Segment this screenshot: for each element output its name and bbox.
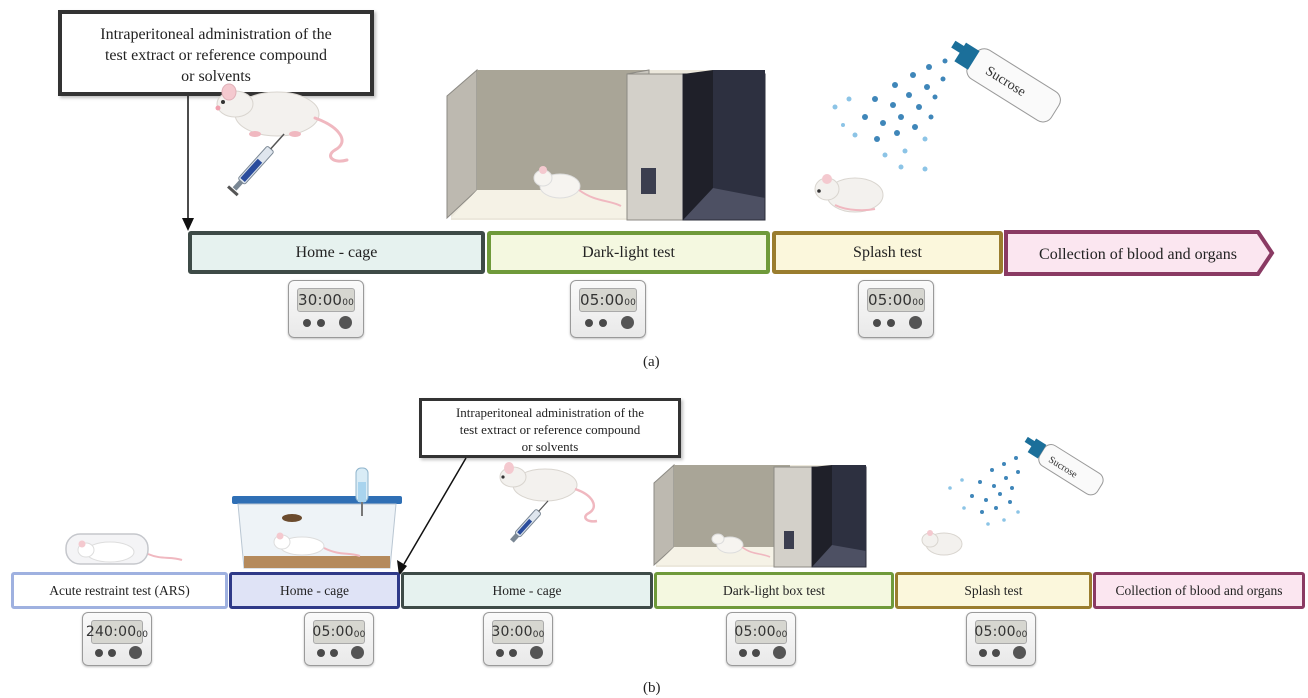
callout-line-2: test extract or reference compound (104, 47, 328, 64)
splash-spray-illustration: Sucrose (921, 436, 1104, 556)
stage-label: Collection of blood and organs (1115, 582, 1283, 598)
stage-label: Home - cage (492, 582, 562, 598)
stage-collection-arrow: Collection of blood and organs (1004, 230, 1275, 276)
stage-collection: Collection of blood and organs (1093, 572, 1305, 609)
restraint-tube-illustration (65, 533, 183, 565)
stage-label: Acute restraint test (ARS) (49, 582, 190, 598)
callout-line-2: test extract or reference compound (459, 422, 641, 437)
callout-line-1: Intraperitoneal administration of the (455, 405, 645, 420)
timer-value: 30:00 (491, 624, 533, 640)
stage-label: Splash test (853, 243, 922, 261)
injection-callout-a: Intraperitoneal administration of the te… (58, 10, 374, 96)
timer-value: 05:00 (974, 624, 1016, 640)
stage-home-cage: Home - cage (229, 572, 400, 609)
stage-splash-test: Splash test (895, 572, 1092, 609)
callout-line-1: Intraperitoneal administration of the (100, 26, 332, 43)
timer-seconds: 00 (1015, 629, 1028, 640)
splash-spray-illustration: Sucrose (814, 40, 1061, 213)
timer-seconds: 00 (342, 297, 355, 308)
stage-dark-light-test: Dark-light test (487, 231, 770, 274)
stage-home-cage: Home - cage (188, 231, 485, 274)
timer-seconds: 00 (775, 629, 788, 640)
dark-light-box-illustration (653, 463, 867, 568)
timer-seconds: 00 (532, 629, 545, 640)
timer-value: 05:00 (579, 291, 625, 309)
panel-label-a: (a) (643, 354, 660, 370)
timer-value: 240:00 (85, 624, 137, 640)
timer-seconds: 00 (353, 629, 366, 640)
timer-seconds: 00 (624, 297, 637, 308)
callout-line-3: or solvents (181, 68, 251, 85)
stage-label: Splash test (964, 582, 1023, 598)
mouse-injection-illustration (499, 462, 598, 543)
panel-label-b: (b) (643, 680, 661, 696)
callout-line-3: or solvents (521, 439, 579, 454)
stage-label: Home - cage (280, 582, 349, 598)
stage-dark-light-box-test: Dark-light box test (654, 572, 894, 609)
stage-label: Dark-light test (582, 243, 675, 261)
timer-value: 05:00 (867, 291, 913, 309)
timer-seconds: 00 (912, 297, 925, 308)
timer-value: 30:00 (297, 291, 343, 309)
mouse-injection-illustration (215, 83, 349, 197)
injection-callout-b: Intraperitoneal administration of the te… (419, 398, 681, 458)
stage-label: Home - cage (295, 243, 378, 261)
stage-splash-test: Splash test (772, 231, 1003, 274)
stage-acute-restraint: Acute restraint test (ARS) (11, 572, 228, 609)
stage-label: Dark-light box test (723, 582, 825, 598)
dark-light-box-illustration (446, 68, 766, 221)
timer-value: 05:00 (734, 624, 776, 640)
stage-label: Collection of blood and organs (1039, 246, 1237, 263)
timer-value: 05:00 (312, 624, 354, 640)
timer-seconds: 00 (136, 629, 149, 640)
home-cage-illustration (232, 467, 402, 569)
stage-home-cage-2: Home - cage (401, 572, 653, 609)
